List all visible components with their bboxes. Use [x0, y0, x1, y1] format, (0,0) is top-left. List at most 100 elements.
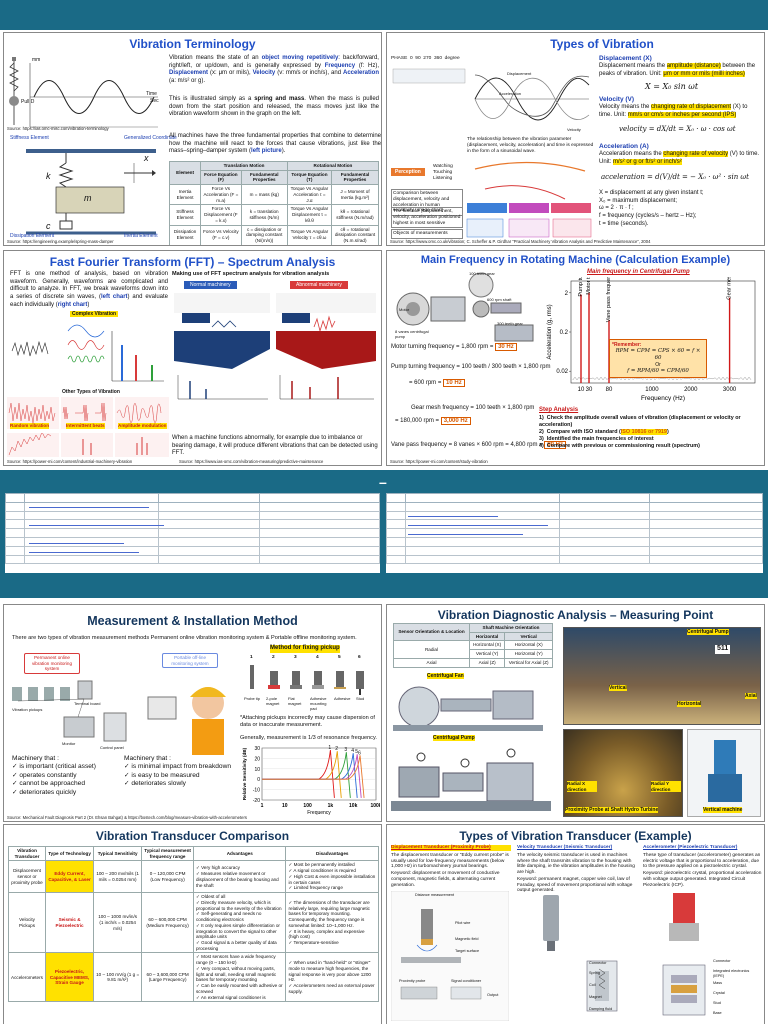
step-analysis-heading: Step Analysis: [539, 407, 579, 413]
phase-row: PHASE 0 90 270 360 degree: [391, 56, 460, 61]
empty-table-right: [386, 493, 763, 573]
pump-rpm-line: = 600 rpm = 10 Hz: [409, 379, 465, 388]
box-1: Comparison between displacement, velocit…: [391, 189, 463, 216]
fan-drawing: [393, 686, 543, 731]
definitions: X = displacement at any given instant t;…: [599, 190, 704, 227]
centrifugal-fan-label: Centrifugal Fan: [427, 673, 464, 680]
stiffness-element-label: Stiffness Element: [10, 135, 49, 141]
panel-types-of-vibration: Types of Vibration PHASE 0 90 270 360 de…: [386, 32, 765, 246]
pump-frequency-line: Pump turning frequency = 100 teeth / 300…: [391, 364, 551, 370]
generalized-coordinate-label: Generalized Coordinate: [124, 135, 177, 141]
terminology-para-2: This is illustrated simply as a spring a…: [169, 96, 379, 118]
panel-vibration-terminology: Vibration Terminology mm Pull D Time Sec…: [3, 32, 382, 246]
label-100-teeth: 100 teeth gear: [469, 271, 495, 276]
label-300-teeth: 300 teeth gear: [497, 321, 523, 326]
graph-mm-label: mm: [32, 57, 41, 63]
gear-frequency-line: Gear mesh frequency = 100 teeth × 1,800 …: [411, 405, 535, 411]
pump-photo: [563, 627, 761, 725]
other-types-label: Other Types of Vibration: [62, 389, 120, 395]
terminology-para-3: All machines have the three fundamental …: [169, 133, 381, 155]
horizontal-label: Horizontal: [677, 701, 702, 708]
panel-title: Vibration Transducer Comparison: [95, 829, 290, 843]
panel-main-frequency: Main Frequency in Rotating Machine (Calc…: [386, 250, 765, 466]
curve-label: 6: [358, 750, 361, 756]
x-tick-label: 30: [586, 387, 593, 393]
y-tick-label: 0.02: [556, 369, 568, 375]
normal-machinery-label: Normal machinery: [184, 281, 237, 290]
curve-label: 5: [355, 749, 358, 755]
dissipation-element-label: Dissipation Element: [10, 233, 55, 239]
acceleration-heading: Acceleration (A): [599, 143, 649, 150]
noise-floor: [572, 376, 752, 381]
radial-x-label: Radial X direction: [567, 781, 597, 793]
panel-title: Types of Vibration: [550, 37, 654, 51]
radial-y-label: Radial Y direction: [651, 781, 681, 793]
proximity-probe-label: Proximity Probe at Shaft Hydro Turbine: [565, 807, 659, 814]
acceleration-equation: acceleration = d(V)/dt = − X₀ · ω² · sin…: [601, 173, 749, 181]
pump-drawing: [391, 748, 551, 811]
peak-label: Pump turning frequency: [578, 277, 584, 297]
machinery-list-2: Machinery that : ✓ is minimal impact fro…: [124, 755, 232, 788]
centrifugal-pump-label: Centrifugal Pump: [433, 735, 475, 742]
panel-title: Fast Fourier Transform (FFT) – Spectrum …: [49, 255, 336, 269]
other-vibration-spectra: [7, 433, 169, 457]
turbine-photo: [563, 729, 683, 817]
mass-spring-damper-diagram: [26, 149, 156, 235]
x-tick-label: 1k: [328, 803, 334, 809]
fft-para-2: When a machine functions abnormally, for…: [172, 435, 378, 457]
panel-title: Main Frequency in Rotating Machine (Calc…: [420, 254, 731, 266]
panel-fft: Fast Fourier Transform (FFT) – Spectrum …: [3, 250, 382, 466]
random-vibration-label: Random vibration: [10, 423, 50, 429]
panel-title: Vibration Diagnostic Analysis – Measurin…: [437, 608, 714, 622]
mid-band-dash: –: [379, 474, 387, 490]
x-axis-label: Frequency: [307, 810, 331, 816]
velocity-transducer-diagram: [543, 895, 618, 1012]
peak-label: Motor turning frequency: [586, 277, 592, 295]
vibration-pickups-label: Vibration pickups: [12, 707, 43, 712]
chart-velocity-label: Velocity: [567, 127, 581, 132]
abnormal-machinery-label: Abnormal machinery: [290, 281, 348, 290]
online-system-box: Permanent online vibration monitoring sy…: [24, 653, 80, 675]
curve-label: 3: [344, 747, 347, 753]
measurement-intro: There are two types of vibration measure…: [12, 635, 357, 641]
peak-label: Vane pass frequency: [606, 277, 612, 322]
velocity-equation: velocity = dX/dt = X₀ · ω · cos ωt: [619, 125, 736, 133]
x-symbol: x: [144, 153, 149, 163]
inertia-element-label: Inertia Element: [124, 233, 158, 239]
sensitivity-curve: [262, 755, 365, 798]
fft-normal-abnormal-diagram: [174, 293, 376, 400]
y-tick-label: 20: [254, 756, 260, 762]
acceleration-text: Acceleration means the changing rate of …: [599, 151, 760, 165]
x-tick-label: 2000: [684, 387, 698, 393]
panel-transducer-types: Types of Vibration Transducer (Example) …: [386, 824, 765, 1024]
c-symbol: c: [46, 221, 51, 231]
y-axis-label: Relative Sensitivity (dB): [242, 747, 247, 800]
velocity-heading: Velocity (V): [599, 96, 635, 103]
peak-label: Gear mesh frequency: [727, 277, 733, 300]
x-tick-label: 1: [261, 803, 264, 809]
displacement-text: Displacement means the amplitude (distan…: [599, 63, 756, 77]
transducer-col-1: Displacement Transducer (Proximity Probe…: [391, 845, 511, 888]
top-band: [0, 0, 768, 30]
graph-pull-label: Pull D: [21, 99, 35, 105]
k-symbol: k: [46, 171, 51, 181]
box-2: The function (Displacement, velocity, ac…: [391, 207, 463, 229]
y-tick-label: 0.2: [560, 330, 569, 336]
panel-transducer-comparison: Vibration Transducer Comparison Vibratio…: [3, 824, 382, 1024]
source-1: Source: https://ias.omc-misc.com/vibrati…: [7, 126, 109, 131]
empty-table-left: [5, 493, 380, 573]
y-tick-label: 0: [257, 777, 260, 783]
panel-measuring-point: Vibration Diagnostic Analysis – Measurin…: [386, 604, 765, 822]
centrifugal-pump-photo-label: Centrifugal Pump: [687, 629, 729, 636]
y-tick-label: 2: [565, 291, 569, 297]
pickup-fixing-icons: [250, 665, 364, 695]
source-2: Source: https://engineering.example/spri…: [7, 238, 114, 244]
y-tick-label: -10: [253, 788, 260, 794]
label-600-rpm: 600 rpm shaft: [487, 297, 512, 302]
label-impeller: 8 vanes centrifugal pump: [395, 329, 429, 339]
curve-label: 2: [335, 746, 338, 752]
source-1: Source: https://power-mi.com/content/ind…: [7, 458, 133, 464]
source: Source: https://power-mi.com/content/stu…: [390, 458, 488, 464]
